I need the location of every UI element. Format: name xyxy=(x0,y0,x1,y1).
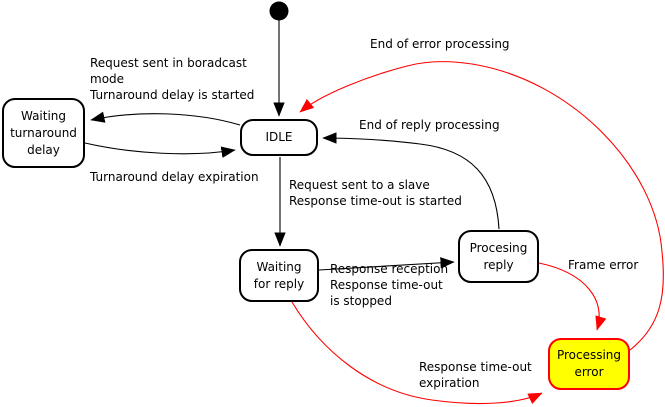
initial-state-dot xyxy=(269,1,289,21)
transition-label-frame-error: Frame error xyxy=(568,258,639,272)
transition-label-turnaround-expiration: Turnaround delay expiration xyxy=(90,170,259,184)
state-idle: IDLE xyxy=(240,119,318,156)
state-processing-error: Processing error xyxy=(548,338,630,390)
state-processing-error-label: Processing error xyxy=(556,348,622,379)
transition-label-end-reply: End of reply processing xyxy=(359,118,500,132)
state-waiting-for-reply-label: Waiting for reply xyxy=(253,259,305,291)
state-processing-reply-label: Procesing reply xyxy=(469,240,528,272)
transition-waiting-turnaround-to-idle xyxy=(84,142,236,158)
transition-label-broadcast: Request sent in boradcast mode Turnaroun… xyxy=(90,56,255,102)
state-idle-label: IDLE xyxy=(265,130,293,144)
transition-label-response-reception: Response reception Response time-out is … xyxy=(330,262,449,308)
transition-waiting-reply-to-processing-reply xyxy=(318,257,455,271)
transition-label-end-error: End of error processing xyxy=(370,37,510,51)
transition-label-request-slave: Request sent to a slave Response time-ou… xyxy=(289,178,462,208)
transition-waiting-reply-to-processing-error xyxy=(291,301,543,405)
transition-label-timeout-expiration: Response time-out expiration xyxy=(419,360,532,390)
transition-processing-reply-to-idle xyxy=(322,132,500,230)
state-waiting-turnaround-delay: Waiting turnaround delay xyxy=(2,98,85,168)
transition-idle-to-waiting-turnaround xyxy=(90,111,241,126)
transition-processing-reply-to-processing-error xyxy=(538,262,607,331)
transition-processing-error-to-idle xyxy=(299,60,664,351)
state-waiting-for-reply: Waiting for reply xyxy=(239,249,319,302)
state-waiting-turnaround-delay-label: Waiting turnaround delay xyxy=(10,108,77,157)
state-processing-reply: Procesing reply xyxy=(458,230,539,283)
